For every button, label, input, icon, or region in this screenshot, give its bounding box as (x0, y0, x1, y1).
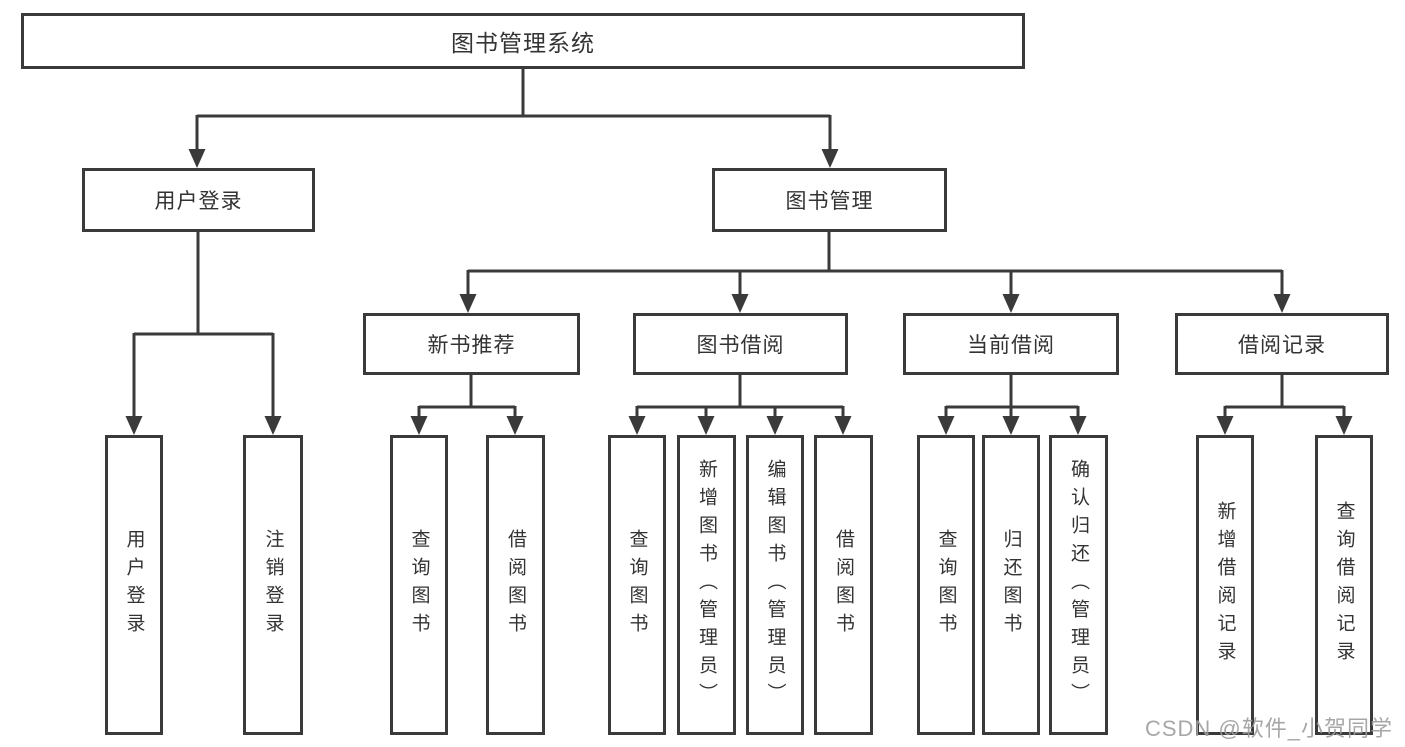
node-label: 用户登录 (123, 529, 145, 641)
node-label: 确认归还（管理员） (1068, 459, 1089, 711)
leaf-query-books-recommend: 查询图书 (390, 435, 448, 735)
node-label: 新增图书（管理员） (696, 459, 717, 711)
leaf-confirm-return-admin: 确认归还（管理员） (1049, 435, 1108, 735)
node-label: 查询图书 (626, 529, 648, 641)
node-label: 编辑图书（管理员） (764, 459, 786, 711)
node-label: 借阅图书 (833, 529, 854, 641)
node-label: 新书推荐 (427, 334, 516, 357)
leaf-logout: 注销登录 (243, 435, 303, 735)
leaf-user-login: 用户登录 (105, 435, 163, 735)
leaf-borrow-books-recommend: 借阅图书 (486, 435, 545, 735)
node-label: 查询图书 (935, 529, 957, 641)
node-borrow-record: 借阅记录 (1175, 313, 1389, 375)
node-user-login: 用户登录 (82, 168, 315, 232)
leaf-add-books-admin: 新增图书（管理员） (677, 435, 736, 735)
node-current-borrow: 当前借阅 (903, 313, 1119, 375)
node-label: 图书管理系统 (451, 30, 595, 56)
node-label: 查询图书 (408, 529, 430, 641)
leaf-query-books: 查询图书 (608, 435, 666, 735)
node-library-management-system: 图书管理系统 (21, 13, 1025, 69)
leaf-query-books-current: 查询图书 (917, 435, 975, 735)
node-label: 图书借阅 (696, 334, 785, 357)
node-label: 归还图书 (1000, 529, 1022, 641)
node-label: 用户登录 (154, 190, 243, 213)
node-label: 新增借阅记录 (1214, 501, 1236, 669)
node-label: 注销登录 (262, 529, 284, 641)
node-book-management: 图书管理 (712, 168, 947, 232)
leaf-add-borrow-record: 新增借阅记录 (1196, 435, 1254, 735)
leaf-borrow-books: 借阅图书 (814, 435, 873, 735)
node-label: 借阅图书 (505, 529, 526, 641)
csdn-watermark: CSDN @软件_小贺同学 (1144, 716, 1393, 741)
node-label: 当前借阅 (967, 334, 1055, 357)
node-label: 借阅记录 (1238, 334, 1326, 357)
leaf-edit-books-admin: 编辑图书（管理员） (746, 435, 804, 735)
leaf-query-borrow-record: 查询借阅记录 (1315, 435, 1373, 735)
node-label: 图书管理 (785, 190, 874, 213)
node-new-book-recommend: 新书推荐 (363, 313, 580, 375)
leaf-return-books: 归还图书 (982, 435, 1040, 735)
node-label: 查询借阅记录 (1333, 501, 1355, 669)
node-book-borrow: 图书借阅 (633, 313, 848, 375)
arrowhead-icons (125, 149, 1353, 435)
